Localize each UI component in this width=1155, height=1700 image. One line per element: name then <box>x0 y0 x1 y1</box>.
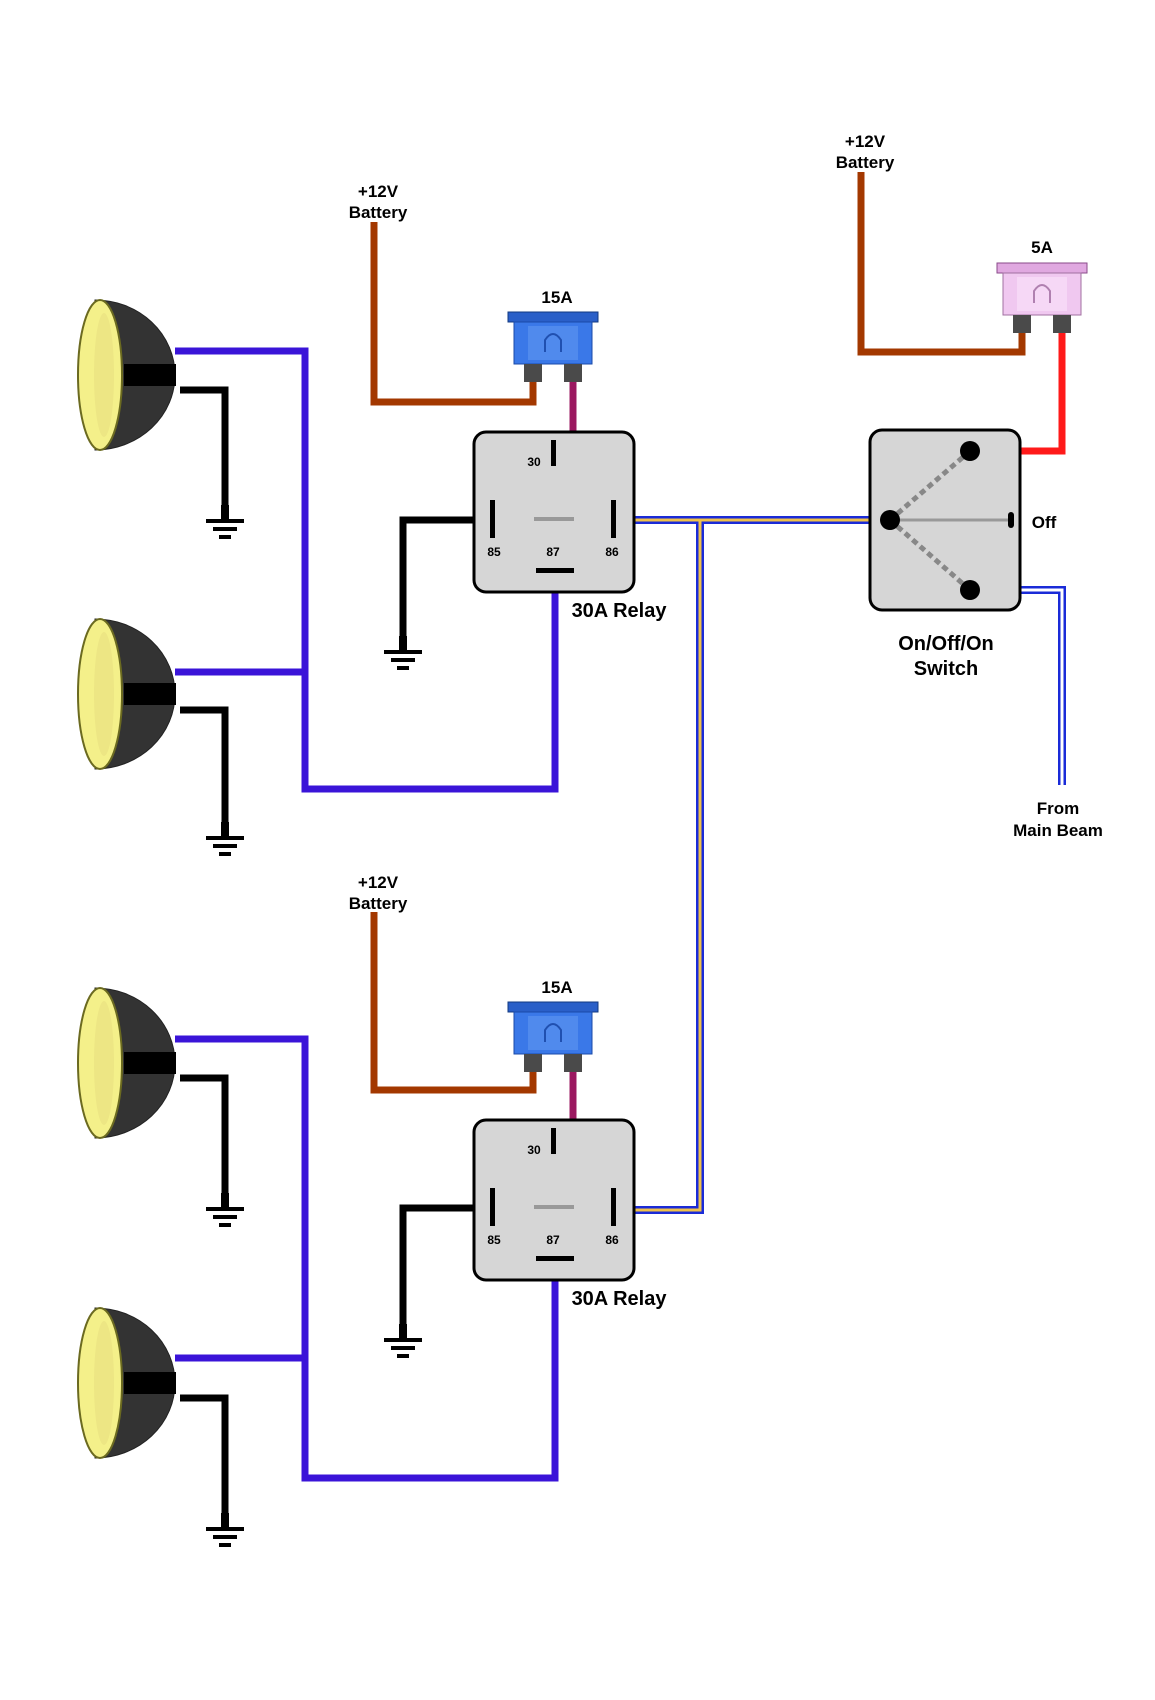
ground-icon <box>384 1324 422 1358</box>
ground-wire <box>399 1204 495 1328</box>
ground-wire <box>399 516 495 640</box>
battery-label-line2: Battery <box>349 894 408 913</box>
fuse-rating-label: 15A <box>541 978 572 997</box>
headlamp-icon <box>77 299 177 451</box>
blade-fuse-icon <box>507 311 599 383</box>
battery-label-line1: +12V <box>845 132 886 151</box>
relay-pin-85: 85 <box>487 545 501 559</box>
relay-pin-85: 85 <box>487 1233 501 1247</box>
toggle-switch-icon <box>868 428 1022 612</box>
relay-pin-87: 87 <box>546 1233 560 1247</box>
headlamp-icon <box>77 1307 177 1459</box>
lamp-feed-wire <box>175 347 559 793</box>
battery-label-line2: Battery <box>349 203 408 222</box>
relay-pin-30: 30 <box>527 1143 541 1157</box>
relay-title: 30A Relay <box>572 600 668 622</box>
main-beam-wire <box>975 586 1066 785</box>
ground-icon <box>206 505 244 539</box>
relay-pin-86: 86 <box>605 545 619 559</box>
main-beam-label-line2: Main Beam <box>1013 821 1103 840</box>
switch-title-line1: On/Off/On <box>898 633 994 655</box>
relay-title: 30A Relay <box>572 1288 668 1310</box>
lamp-ground-wire <box>180 386 229 826</box>
battery-wire <box>370 222 537 406</box>
battery-wire <box>370 912 537 1094</box>
headlamp-icon <box>77 618 177 770</box>
switch-title-line2: Switch <box>914 658 978 680</box>
main-beam-label-line1: From <box>1037 799 1080 818</box>
ground-icon <box>206 1513 244 1547</box>
fuse-rating-label: 15A <box>541 288 572 307</box>
battery-wire <box>857 172 1026 356</box>
blade-fuse-icon <box>996 262 1088 334</box>
fuse-rating-label: 5A <box>1031 238 1053 257</box>
battery-label-line1: +12V <box>358 182 399 201</box>
battery-label-line1: +12V <box>358 873 399 892</box>
lamp-ground-wire <box>180 1074 229 1518</box>
blade-fuse-icon <box>507 1001 599 1073</box>
ground-icon <box>206 1193 244 1227</box>
ground-icon <box>206 822 244 856</box>
trigger-wire <box>615 516 890 1214</box>
relay-pin-87: 87 <box>546 545 560 559</box>
battery-label-line2: Battery <box>836 153 895 172</box>
relay-icon <box>472 430 636 594</box>
bottom-relay-circuit <box>175 912 577 1518</box>
lamp-feed-wire <box>175 1035 559 1482</box>
top-relay-circuit <box>175 222 577 826</box>
relay-pin-86: 86 <box>605 1233 619 1247</box>
headlamp-icon <box>77 987 177 1139</box>
relay-pin-30: 30 <box>527 455 541 469</box>
relay-icon <box>472 1118 636 1282</box>
ground-icon <box>384 636 422 670</box>
switch-off-label: Off <box>1032 513 1057 532</box>
